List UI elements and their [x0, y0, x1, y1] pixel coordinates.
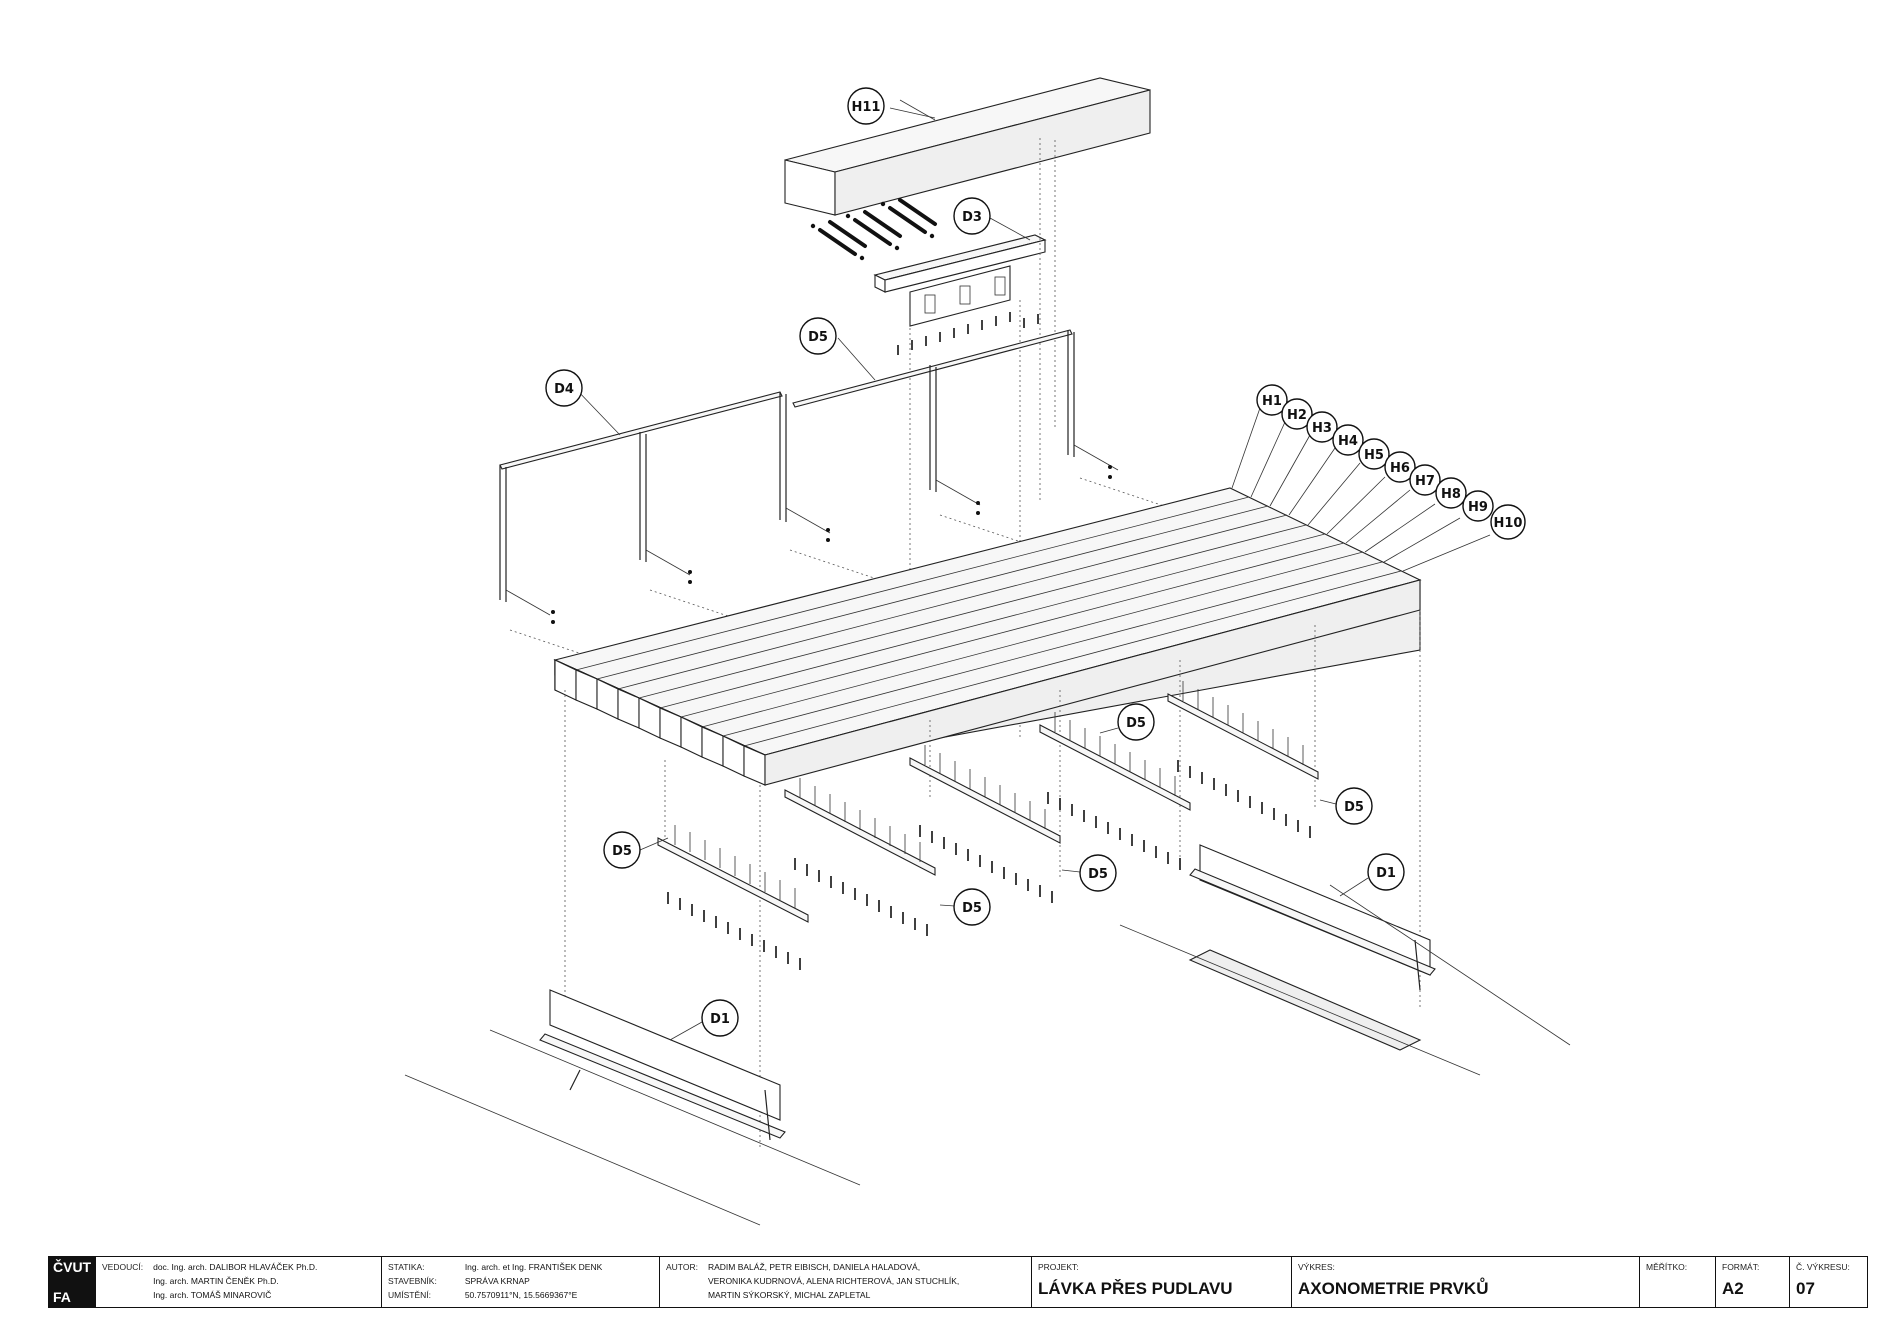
label-h3: H3	[1306, 411, 1338, 443]
railing-bolts	[551, 465, 1112, 624]
svg-text:H3: H3	[1312, 421, 1332, 436]
vykres-value: AXONOMETRIE PRVKŮ	[1298, 1279, 1489, 1298]
label-h1: H1	[1256, 384, 1288, 416]
format-cell: FORMÁT: A2	[1715, 1257, 1789, 1307]
cislo-key: Č. VÝKRESU:	[1796, 1262, 1850, 1272]
svg-text:H9: H9	[1468, 500, 1488, 515]
plate-d5-2	[784, 778, 936, 876]
plate-d5-4	[1039, 712, 1191, 811]
vedouci-1: doc. Ing. arch. DALIBOR HLAVÁČEK Ph.D.	[153, 1262, 318, 1272]
railing-d5-top	[792, 329, 1119, 506]
statika-cell: STATIKA: STAVEBNÍK: UMÍSTĚNÍ: Ing. arch.…	[381, 1257, 659, 1307]
plate-d3	[873, 234, 1047, 327]
autor-key: AUTOR:	[666, 1262, 698, 1272]
h-leaders	[1231, 407, 1491, 572]
cvut-fa-logo: ČVUT FA	[49, 1257, 95, 1307]
svg-text:D4: D4	[554, 382, 574, 397]
svg-text:H7: H7	[1415, 474, 1435, 489]
label-h6: H6	[1384, 451, 1416, 483]
logo-top: ČVUT	[53, 1259, 92, 1275]
svg-text:H1: H1	[1262, 394, 1282, 409]
projekt-cell: PROJEKT: LÁVKA PŘES PUDLAVU	[1031, 1257, 1291, 1307]
label-d5-top: D5	[799, 317, 837, 355]
terrain-lines	[404, 884, 1571, 1226]
title-block: ČVUT FA VEDOUCÍ: doc. Ing. arch. DALIBOR…	[48, 1256, 1868, 1308]
projekt-key: PROJEKT:	[1038, 1262, 1079, 1272]
vedouci-3: Ing. arch. TOMÁŠ MINAROVIČ	[153, 1290, 272, 1300]
label-d4: D4	[545, 369, 583, 407]
svg-text:D1: D1	[1376, 866, 1396, 881]
label-h7: H7	[1409, 464, 1441, 496]
svg-text:D5: D5	[612, 844, 632, 859]
label-d1-right: D1	[1339, 853, 1405, 897]
screw-rows	[667, 760, 1311, 970]
label-h8: H8	[1435, 477, 1467, 509]
umisteni-value: 50.7570911°N, 15.5669367°E	[464, 1290, 578, 1300]
statika-key: STATIKA:	[388, 1262, 425, 1272]
label-d5-lower-5: D5	[1319, 787, 1373, 825]
stavebnik-value: SPRÁVA KRNAP	[464, 1276, 530, 1286]
label-d5-lower-1: D5	[603, 831, 669, 869]
label-h2: H2	[1281, 398, 1313, 430]
label-h5: H5	[1358, 438, 1390, 470]
svg-text:H5: H5	[1364, 448, 1384, 463]
cislo-cell: Č. VÝKRESU: 07	[1789, 1257, 1867, 1307]
svg-text:D5: D5	[962, 901, 982, 916]
meritko-cell: MĚŘÍTKO:	[1639, 1257, 1715, 1307]
plate-d5-5	[1167, 681, 1319, 780]
svg-text:H8: H8	[1441, 487, 1461, 502]
beam-h11	[784, 77, 1151, 216]
cislo-value: 07	[1796, 1279, 1815, 1298]
svg-text:H10: H10	[1494, 516, 1523, 531]
logo-bottom: FA	[53, 1289, 71, 1305]
vedouci-key: VEDOUCÍ:	[102, 1262, 144, 1272]
svg-text:D5: D5	[1088, 867, 1108, 882]
umisteni-key: UMÍSTĚNÍ:	[388, 1290, 431, 1300]
vykres-key: VÝKRES:	[1298, 1262, 1335, 1272]
autor-2: VERONIKA KUDRNOVÁ, ALENA RICHTEROVÁ, JAN…	[707, 1276, 960, 1286]
svg-text:D5: D5	[808, 330, 828, 345]
label-d1-left: D1	[669, 999, 739, 1041]
svg-text:D3: D3	[962, 210, 982, 225]
screws-d3	[897, 312, 1039, 355]
railing-d4	[499, 391, 831, 616]
autor-3: MARTIN SÝKORSKÝ, MICHAL ZAPLETAL	[707, 1290, 871, 1300]
svg-text:H2: H2	[1287, 408, 1307, 423]
svg-text:H4: H4	[1338, 434, 1358, 449]
format-key: FORMÁT:	[1722, 1262, 1760, 1272]
label-d5-lower-3: D5	[1061, 854, 1117, 892]
svg-text:H11: H11	[852, 100, 881, 115]
label-h11: H11	[847, 87, 936, 125]
plate-d5-3	[909, 745, 1061, 844]
stavebnik-key: STAVEBNÍK:	[388, 1276, 437, 1286]
label-h9: H9	[1462, 490, 1494, 522]
svg-text:D5: D5	[1126, 716, 1146, 731]
statika-value: Ing. arch. et Ing. FRANTIŠEK DENK	[464, 1262, 603, 1272]
bracket-d1-left	[539, 989, 786, 1141]
bracket-d1-right	[1188, 844, 1436, 1051]
svg-text:H6: H6	[1390, 461, 1410, 476]
meritko-key: MĚŘÍTKO:	[1646, 1262, 1688, 1272]
vykres-cell: VÝKRES: AXONOMETRIE PRVKŮ	[1291, 1257, 1639, 1307]
autor-1: RADIM BALÁŽ, PETR EIBISCH, DANIELA HALAD…	[707, 1262, 921, 1272]
autor-cell: AUTOR: RADIM BALÁŽ, PETR EIBISCH, DANIEL…	[659, 1257, 1031, 1307]
label-d5-lower-4: D5	[1099, 703, 1155, 741]
axonometric-drawing: H11 D3 D5 D4 H1 H2 H3 H4 H5 H6 H7 H8 H9 …	[404, 77, 1571, 1226]
format-value: A2	[1722, 1279, 1744, 1298]
projekt-value: LÁVKA PŘES PUDLAVU	[1038, 1279, 1233, 1298]
threaded-rods	[810, 198, 937, 261]
svg-text:D1: D1	[710, 1012, 730, 1027]
label-h10: H10	[1490, 504, 1526, 540]
label-d3: D3	[953, 197, 991, 235]
vedouci-cell: VEDOUCÍ: doc. Ing. arch. DALIBOR HLAVÁČE…	[95, 1257, 381, 1307]
label-d5-lower-2: D5	[939, 888, 991, 926]
label-h4: H4	[1332, 424, 1364, 456]
svg-text:D5: D5	[1344, 800, 1364, 815]
vedouci-2: Ing. arch. MARTIN ČENĚK Ph.D.	[153, 1276, 279, 1286]
